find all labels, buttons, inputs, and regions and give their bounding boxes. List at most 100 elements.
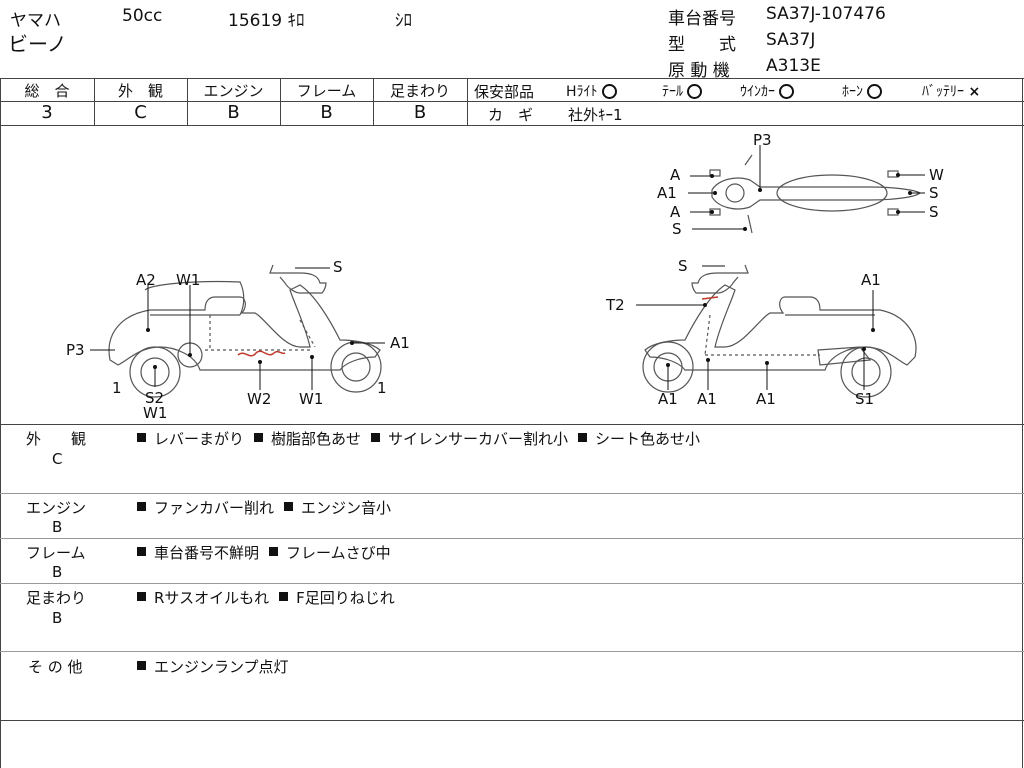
diagram-label: T2	[605, 296, 625, 314]
diagram-label: A2	[136, 271, 156, 289]
diagram-label: A1	[390, 334, 410, 352]
grade-frame: B	[320, 102, 333, 123]
diagram-label: S	[333, 258, 343, 276]
model-name: ビーノ	[8, 32, 67, 56]
diagram-label: W1	[176, 271, 200, 289]
divider	[0, 651, 1024, 652]
section-grade-frame: B	[52, 563, 63, 581]
diagram-label: S2	[145, 389, 164, 407]
section-label-frame: フレーム	[26, 544, 86, 562]
section-items-exterior: レバーまがり 樹脂部色あせ サイレンサーカバー割れ小 シート色あせ小	[137, 428, 700, 449]
damage-mark	[701, 296, 719, 300]
remark-item: 車台番号不鮮明	[137, 542, 259, 563]
remark-item: エンジンランプ点灯	[137, 656, 289, 677]
divider	[373, 78, 374, 125]
safety-item-tail: ﾃｰﾙ	[662, 81, 702, 101]
remark-item: サイレンサーカバー割れ小	[371, 428, 568, 449]
section-items-engine: ファンカバー削れ エンジン音小	[137, 497, 391, 518]
divider	[0, 493, 1024, 494]
divider	[0, 101, 468, 102]
diagram-label: P3	[66, 341, 85, 359]
ok-circle-icon	[867, 83, 882, 99]
key-value: 社外ｷｰ1	[568, 106, 623, 124]
divider	[467, 78, 468, 125]
safety-item-battery: ﾊﾞｯﾃﾘｰ ×	[922, 84, 981, 100]
remark-item: フレームさび中	[269, 542, 391, 563]
engine-model-label: 原 動 機	[668, 61, 730, 81]
remark-item: ファンカバー削れ	[137, 497, 274, 518]
section-label-suspension: 足まわり	[26, 589, 87, 607]
frame-no: SA37J-107476	[766, 4, 886, 24]
divider	[0, 78, 1, 768]
diagram-label: W2	[247, 390, 271, 408]
grade-header-suspension: 足まわり	[389, 82, 450, 100]
type-label: 型 式	[668, 35, 736, 55]
ok-circle-icon	[601, 83, 617, 99]
diagram-label: A1	[756, 390, 776, 408]
grade-header-engine: エンジン	[203, 82, 264, 100]
scooter-right-view	[642, 264, 917, 398]
engine-model-value: A313E	[766, 56, 821, 76]
diagram-label: A1	[861, 271, 881, 289]
safety-title: 保安部品	[474, 83, 535, 101]
ok-circle-icon	[779, 83, 794, 99]
diagram-label: P3	[753, 131, 772, 149]
remark-item: Rサスオイルもれ	[137, 587, 269, 608]
section-items-suspension: Rサスオイルもれ F足回りねじれ	[137, 587, 395, 608]
remark-item: エンジン音小	[284, 497, 391, 518]
section-items-other: エンジンランプ点灯	[137, 656, 289, 677]
grade-exterior: C	[134, 102, 147, 123]
section-grade-engine: B	[52, 518, 63, 536]
divider	[1022, 78, 1023, 768]
diagram-label: 1	[377, 379, 387, 397]
damage-diagram: A2 W1 S P3 A1 1 S2 W1 W2 W1 1 P3 A A1 A …	[66, 131, 944, 422]
grade-engine: B	[227, 102, 240, 123]
diagram-label: W1	[299, 390, 323, 408]
divider	[0, 125, 1024, 126]
diagram-label: A	[670, 203, 681, 221]
safety-item-winker: ｳｲﾝｶｰ	[740, 81, 794, 101]
diagram-label: A	[670, 166, 681, 184]
divider	[280, 78, 281, 125]
section-label-other: そ の 他	[28, 658, 83, 676]
remark-item: レバーまがり	[137, 428, 244, 449]
divider	[0, 720, 1024, 721]
divider	[468, 101, 1024, 102]
remark-item: シート色あせ小	[578, 428, 700, 449]
grade-suspension: B	[413, 102, 427, 123]
displacement: 50cc	[122, 6, 163, 26]
scooter-top-view	[709, 154, 922, 234]
remark-item: 樹脂部色あせ	[254, 428, 361, 449]
divider	[187, 78, 188, 125]
body-color: ｼﾛ	[395, 11, 412, 31]
diagram-label: S	[929, 203, 939, 221]
diagram-label: A1	[697, 390, 717, 408]
grade-header-frame: フレーム	[296, 82, 357, 100]
diagram-label: A1	[658, 390, 678, 408]
grade-header-overall: 総 合	[24, 82, 70, 100]
ng-cross-icon: ×	[968, 84, 981, 100]
diagram-label: S	[929, 184, 939, 202]
diagram-label: A1	[657, 184, 677, 202]
divider	[0, 583, 1024, 584]
safety-item-horn: ﾎｰﾝ	[842, 81, 882, 101]
divider	[0, 538, 1024, 539]
grade-overall: 3	[41, 102, 53, 123]
damage-mark	[237, 350, 286, 357]
diagram-label: 1	[112, 379, 122, 397]
divider	[94, 78, 95, 125]
section-grade-suspension: B	[52, 609, 63, 627]
key-label: カ ギ	[488, 106, 534, 124]
section-items-frame: 車台番号不鮮明 フレームさび中	[137, 542, 391, 563]
diagram-label: W	[929, 166, 944, 184]
section-grade-exterior: C	[52, 450, 63, 468]
safety-item-headlight: Hﾗｲﾄ	[566, 81, 617, 101]
mileage: 15619 ｷﾛ	[228, 11, 305, 31]
diagram-label: S1	[855, 390, 874, 408]
diagram-label: S	[672, 220, 682, 238]
frame-no-label: 車台番号	[668, 9, 736, 29]
maker: ヤマハ	[10, 11, 61, 31]
ok-circle-icon	[687, 83, 702, 99]
divider	[0, 78, 1024, 79]
section-label-exterior: 外 観	[26, 430, 87, 448]
